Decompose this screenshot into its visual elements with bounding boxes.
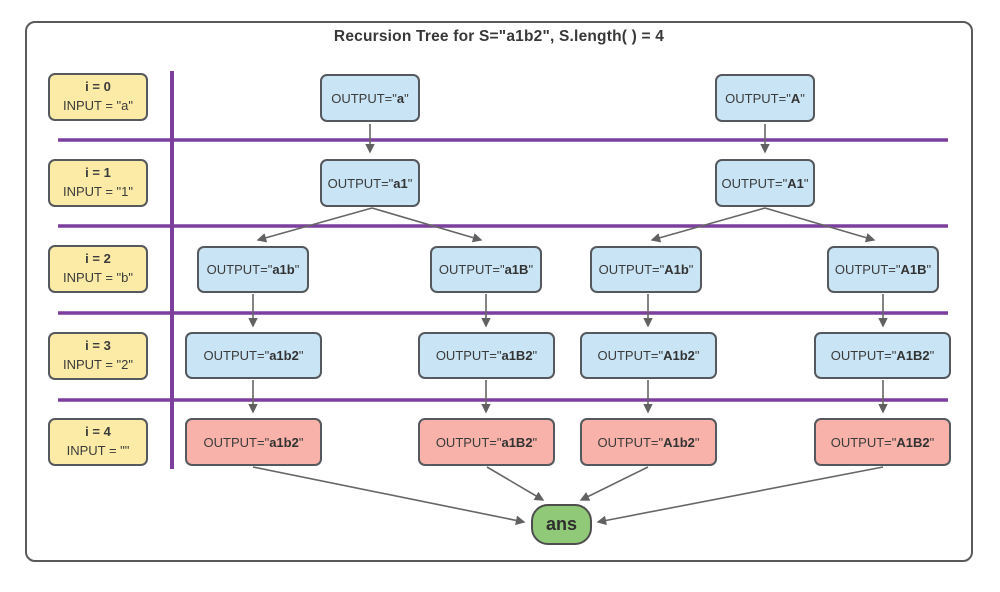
closing-quote: "	[294, 262, 300, 277]
diagram-border	[25, 21, 973, 562]
tree-node-output-a1B: OUTPUT="a1B"	[430, 246, 542, 293]
output-prefix: OUTPUT="	[327, 175, 394, 191]
tree-node-output-A1B2: OUTPUT="A1B2"	[814, 332, 951, 379]
level-input-label: INPUT = "b"	[62, 270, 134, 285]
tree-node-output-a1b2: OUTPUT="a1b2"	[185, 332, 322, 379]
level-index-label: i = 3	[85, 338, 111, 354]
output-prefix: OUTPUT="	[435, 348, 502, 363]
output-value: A1B2	[896, 348, 930, 363]
closing-quote: "	[929, 348, 935, 363]
output-value: A1	[787, 175, 804, 191]
level-input-label: INPUT = "a"	[62, 98, 134, 113]
closing-quote: "	[532, 434, 538, 450]
closing-quote: "	[298, 348, 304, 363]
output-prefix: OUTPUT="	[830, 434, 897, 450]
output-value: a1b2	[269, 434, 299, 450]
closing-quote: "	[694, 434, 700, 450]
answer-node: ans	[531, 504, 592, 545]
tree-node-output-a1: OUTPUT="a1"	[320, 159, 420, 207]
output-value: A1b2	[663, 348, 695, 363]
closing-quote: "	[298, 434, 304, 450]
output-value: A	[790, 90, 801, 106]
closing-quote: "	[688, 262, 694, 277]
input-box-i0: i = 0 INPUT = "a"	[48, 73, 148, 121]
output-value: A1b2	[663, 434, 695, 450]
tree-node-output-a: OUTPUT="a"	[320, 74, 420, 122]
diagram-title: Recursion Tree for S="a1b2", S.length( )…	[333, 28, 665, 45]
output-value: A1b	[664, 262, 689, 277]
output-value: A1B2	[896, 434, 930, 450]
output-prefix: OUTPUT="	[597, 434, 664, 450]
output-prefix: OUTPUT="	[598, 262, 665, 277]
level-index-label: i = 1	[85, 165, 111, 181]
closing-quote: "	[694, 348, 700, 363]
leaf-node-output-a1b2: OUTPUT="a1b2"	[185, 418, 322, 466]
closing-quote: "	[407, 175, 413, 191]
output-value: a1B2	[501, 434, 533, 450]
output-prefix: OUTPUT="	[435, 434, 502, 450]
closing-quote: "	[803, 175, 809, 191]
level-input-label: INPUT = "1"	[62, 184, 134, 199]
tree-node-output-A1B: OUTPUT="A1B"	[827, 246, 939, 293]
leaf-node-output-a1B2: OUTPUT="a1B2"	[418, 418, 555, 466]
input-box-i4: i = 4 INPUT = ""	[48, 418, 148, 466]
tree-node-output-a1b: OUTPUT="a1b"	[197, 246, 309, 293]
level-index-label: i = 2	[85, 251, 111, 267]
output-value: a1B	[504, 262, 529, 277]
output-value: a1B2	[501, 348, 533, 363]
closing-quote: "	[532, 348, 538, 363]
closing-quote: "	[800, 90, 805, 106]
closing-quote: "	[926, 262, 932, 277]
output-prefix: OUTPUT="	[725, 90, 791, 106]
output-prefix: OUTPUT="	[203, 348, 270, 363]
tree-node-output-A1b: OUTPUT="A1b"	[590, 246, 702, 293]
output-prefix: OUTPUT="	[721, 175, 788, 191]
level-input-label: INPUT = "2"	[62, 357, 134, 372]
output-prefix: OUTPUT="	[830, 348, 897, 363]
output-value: a1	[393, 175, 408, 191]
output-value: A1B	[900, 262, 927, 277]
tree-node-output-A: OUTPUT="A"	[715, 74, 815, 122]
leaf-node-output-A1B2: OUTPUT="A1B2"	[814, 418, 951, 466]
level-index-label: i = 0	[85, 79, 111, 95]
level-index-label: i = 4	[85, 424, 111, 440]
output-prefix: OUTPUT="	[834, 262, 901, 277]
tree-node-output-a1B2: OUTPUT="a1B2"	[418, 332, 555, 379]
output-prefix: OUTPUT="	[206, 262, 273, 277]
closing-quote: "	[929, 434, 935, 450]
output-value: a1b2	[269, 348, 299, 363]
output-value: a	[396, 90, 405, 106]
leaf-node-output-A1b2: OUTPUT="A1b2"	[580, 418, 717, 466]
tree-node-output-A1: OUTPUT="A1"	[715, 159, 815, 207]
input-box-i3: i = 3 INPUT = "2"	[48, 332, 148, 380]
output-prefix: OUTPUT="	[203, 434, 270, 450]
output-value: a1b	[272, 262, 295, 277]
closing-quote: "	[404, 90, 409, 106]
input-box-i1: i = 1 INPUT = "1"	[48, 159, 148, 207]
level-input-label: INPUT = ""	[66, 443, 130, 458]
tree-node-output-A1b2: OUTPUT="A1b2"	[580, 332, 717, 379]
closing-quote: "	[528, 262, 534, 277]
output-prefix: OUTPUT="	[331, 90, 397, 106]
output-prefix: OUTPUT="	[438, 262, 505, 277]
output-prefix: OUTPUT="	[597, 348, 664, 363]
input-box-i2: i = 2 INPUT = "b"	[48, 245, 148, 293]
